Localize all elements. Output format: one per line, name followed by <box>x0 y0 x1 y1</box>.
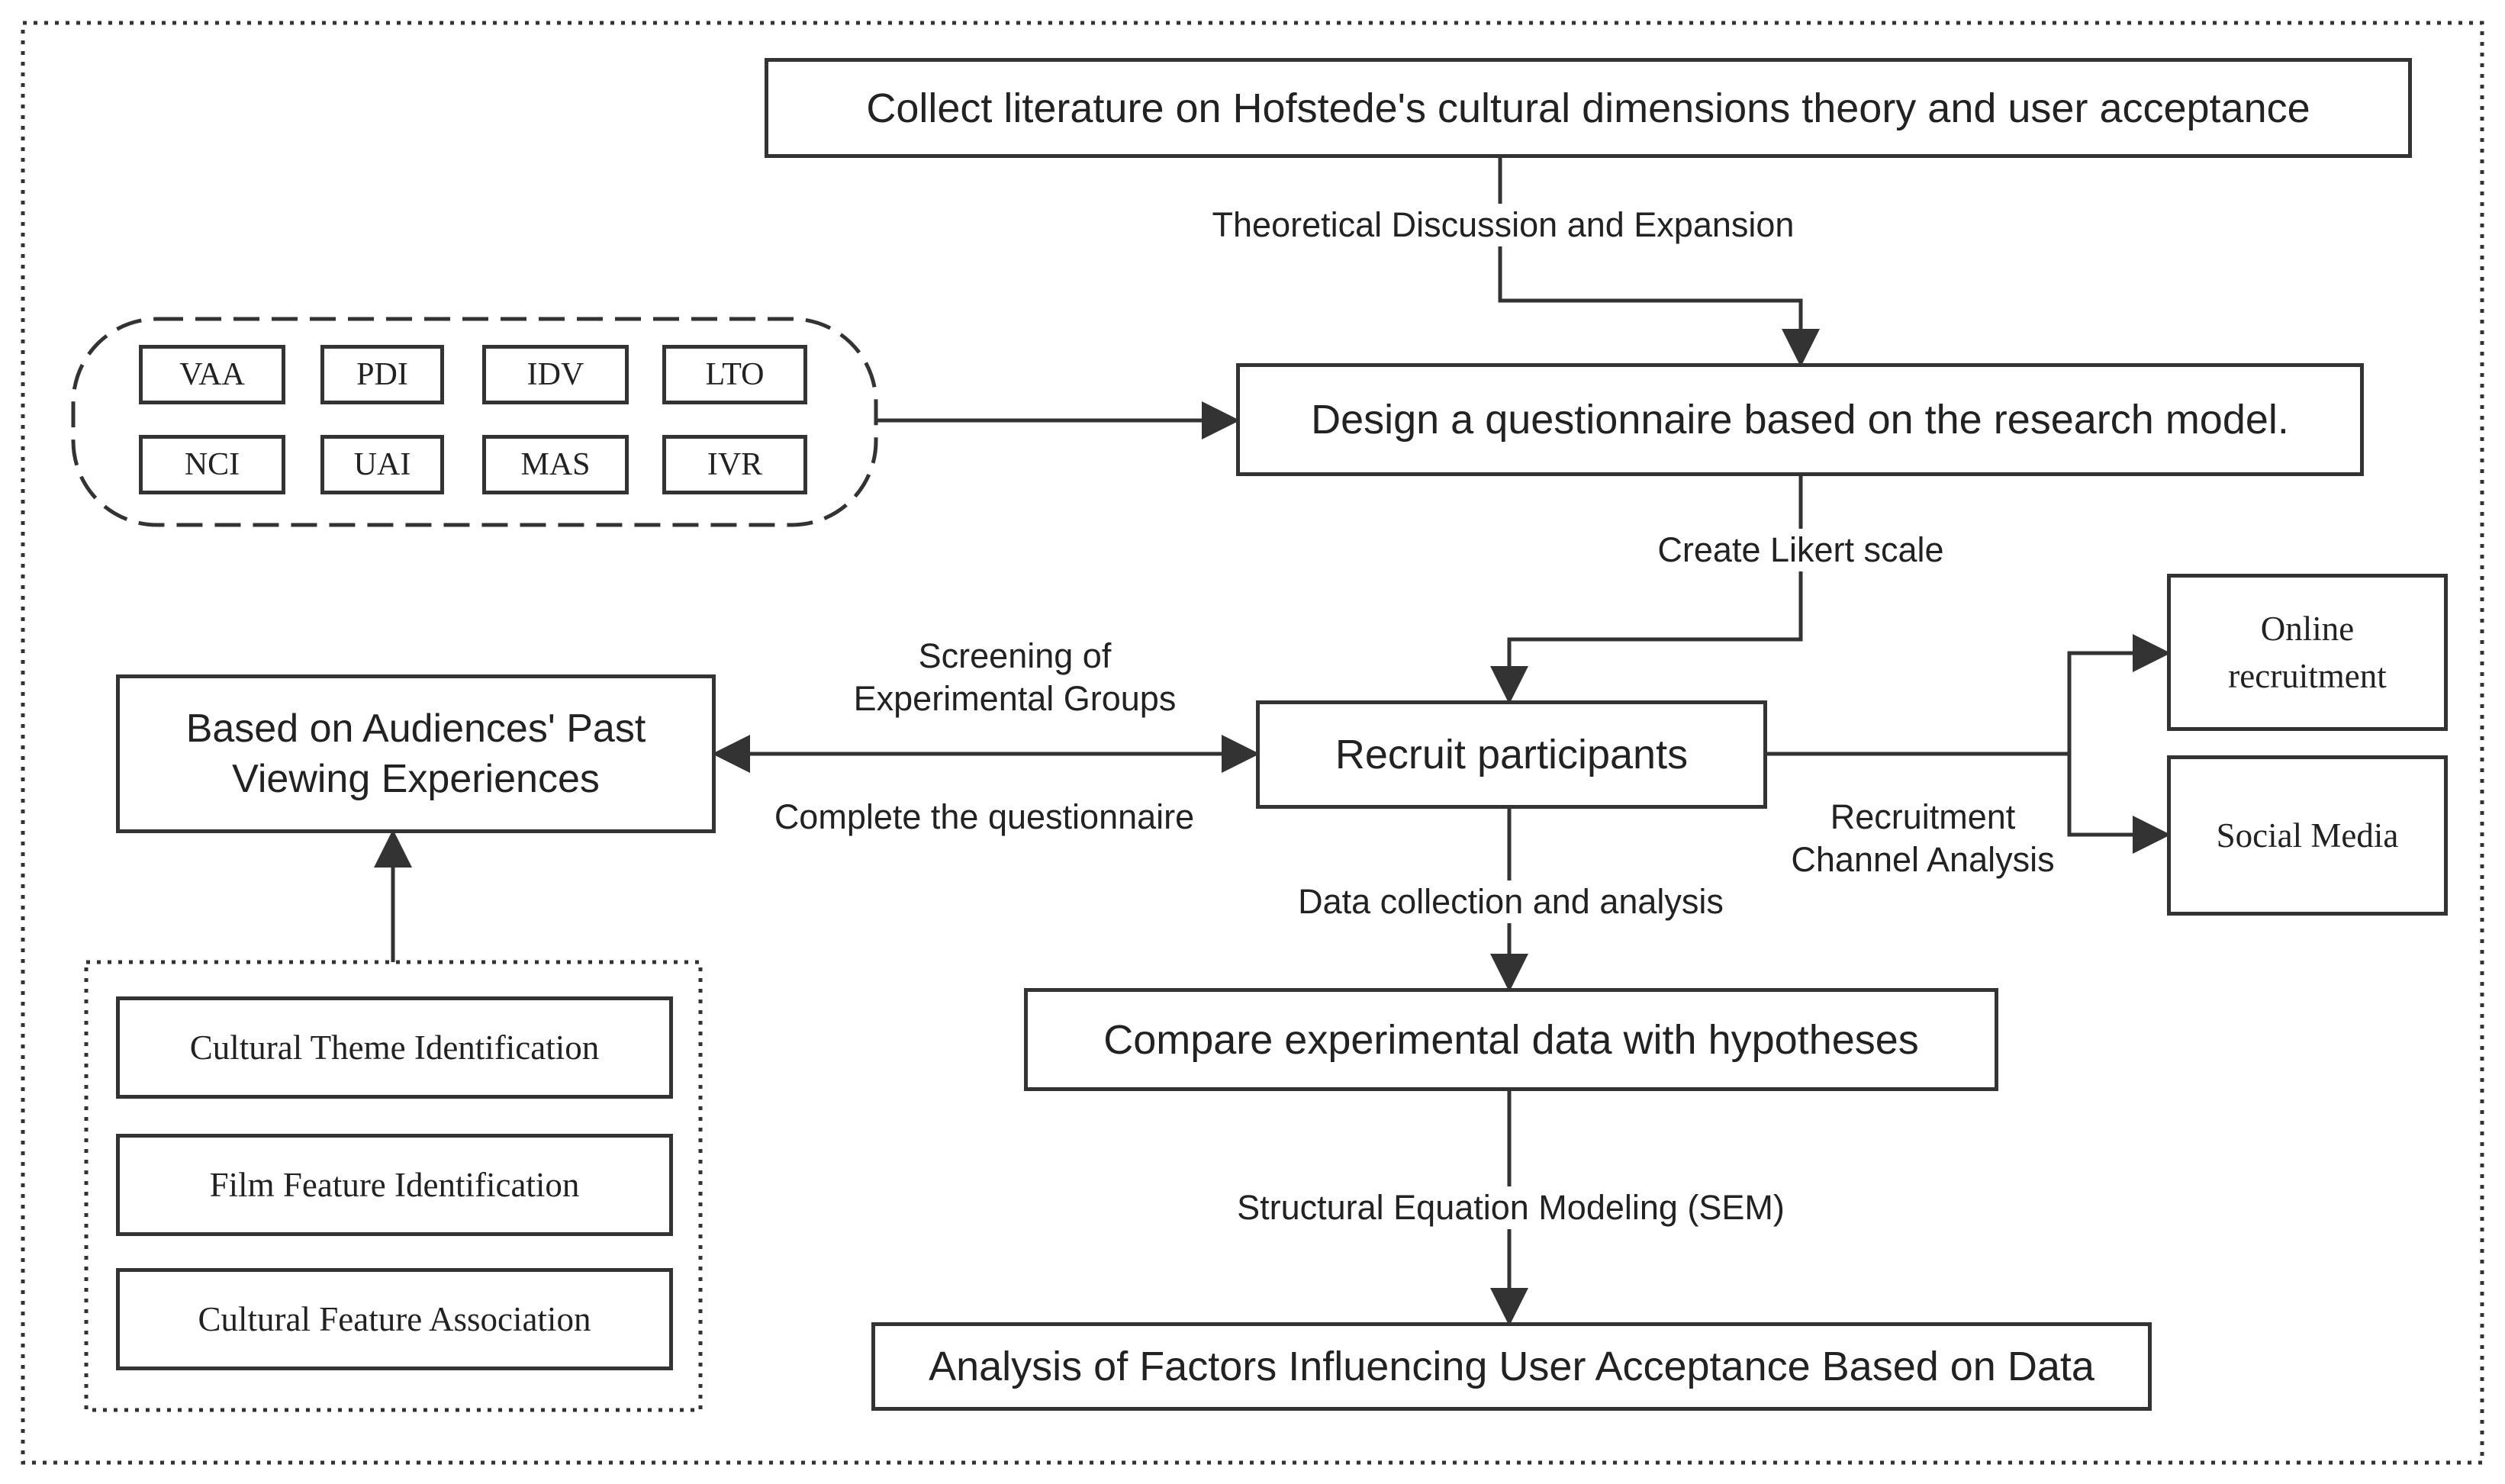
arrow-to-social-media <box>2067 754 2171 854</box>
dimension-vaa: VAA <box>139 345 285 404</box>
outer-frame <box>21 21 2484 1465</box>
dimension-uai: UAI <box>320 435 444 494</box>
film-feature-identification-box: Film Feature Identification <box>116 1134 673 1236</box>
label-sem: Structural Equation Modeling (SEM) <box>1190 1186 1831 1229</box>
recruit-participants-box: Recruit participants <box>1256 700 1767 809</box>
label-create-likert-scale: Create Likert scale <box>1602 529 1999 571</box>
dimension-ivr: IVR <box>662 435 807 494</box>
cultural-feature-association-box: Cultural Feature Association <box>116 1268 673 1370</box>
label-screening-experimental-groups: Screening of Experimental Groups <box>853 636 1177 718</box>
cultural-theme-identification-box: Cultural Theme Identification <box>116 996 673 1099</box>
past-viewing-experiences-box: Based on Audiences' Past Viewing Experie… <box>116 674 716 833</box>
dimension-mas: MAS <box>482 435 629 494</box>
label-data-collection-analysis: Data collection and analysis <box>1251 880 1770 923</box>
arrow-to-online-recruitment <box>2067 634 2171 754</box>
arrow-collect-to-design <box>1498 158 1820 367</box>
online-recruitment-box: Online recruitment <box>2167 574 2448 731</box>
label-complete-questionnaire: Complete the questionnaire <box>774 797 1195 836</box>
dimension-idv: IDV <box>482 345 629 404</box>
features-group-outline <box>84 960 703 1412</box>
dimension-lto: LTO <box>662 345 807 404</box>
label-theoretical-discussion: Theoretical Discussion and Expansion <box>1160 204 1847 246</box>
dimension-pdi: PDI <box>320 345 444 404</box>
design-questionnaire-box: Design a questionnaire based on the rese… <box>1236 363 2364 476</box>
dimension-nci: NCI <box>139 435 285 494</box>
analysis-factors-box: Analysis of Factors Influencing User Acc… <box>871 1322 2152 1411</box>
collect-literature-box: Collect literature on Hofstede's cultura… <box>765 58 2412 158</box>
compare-data-box: Compare experimental data with hypothese… <box>1024 988 1998 1091</box>
arrow-design-to-recruit <box>1490 476 1803 704</box>
label-recruitment-channel-analysis: Recruitment Channel Analysis <box>1791 797 2055 879</box>
social-media-box: Social Media <box>2167 755 2448 916</box>
